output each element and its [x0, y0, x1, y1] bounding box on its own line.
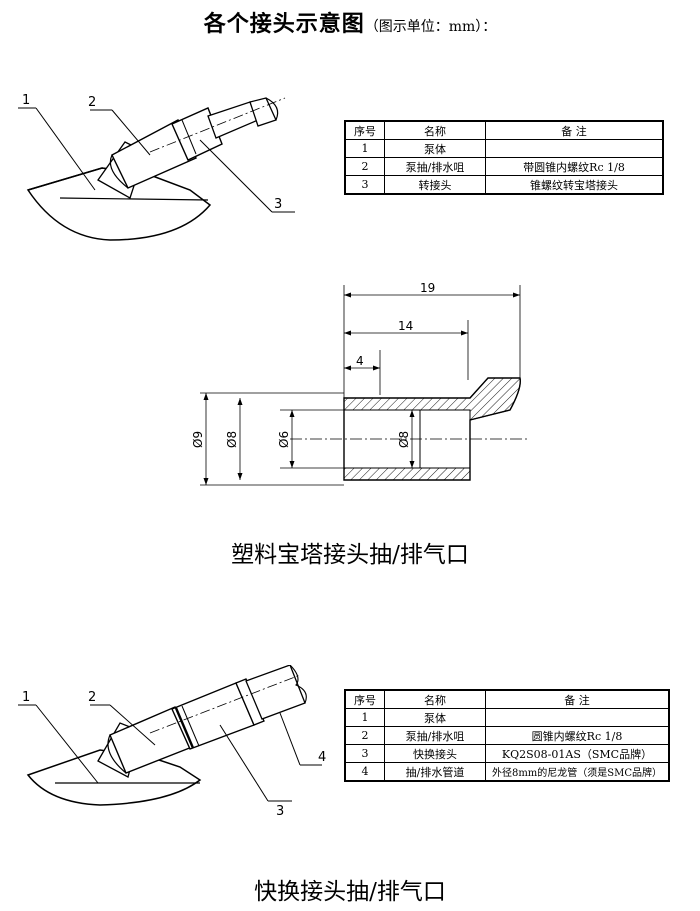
- cell-name: 快换接头: [384, 744, 486, 763]
- cell-remark: 锥螺纹转宝塔接头: [485, 175, 664, 195]
- caption-barb: 塑料宝塔接头抽/排气口: [231, 542, 469, 568]
- callout-4: 4: [318, 750, 326, 765]
- pump-barb-drawing: 1 2 3: [18, 93, 295, 241]
- col-header-remark: 备 注: [485, 120, 664, 140]
- cell-index: 3: [344, 175, 385, 195]
- cell-name: 泵抽/排水咀: [384, 157, 486, 176]
- callout-2: 2: [88, 95, 96, 110]
- cell-name: 泵体: [384, 139, 486, 158]
- cell-remark: KQ2S08-01AS（SMC品牌）: [485, 744, 670, 763]
- caption-quick-connect: 快换接头抽/排气口: [254, 879, 446, 905]
- callout-3: 3: [276, 804, 284, 819]
- pump-quick-connect-drawing: 1 2 3 4: [18, 665, 326, 819]
- table-header-row: 序号 名称 备 注: [344, 689, 670, 709]
- cell-index: 4: [344, 762, 385, 782]
- cell-remark: [485, 708, 670, 727]
- callout-1: 1: [22, 93, 30, 108]
- barb-dimension-drawing: 19 14 4 Ø9 Ø8 Ø6 Ø8: [191, 281, 530, 486]
- table-row: 3 快换接头 KQ2S08-01AS（SMC品牌）: [344, 744, 670, 763]
- cell-name: 转接头: [384, 175, 486, 195]
- dim-d8-inner: Ø8: [397, 431, 411, 448]
- col-header-remark: 备 注: [485, 689, 670, 709]
- callout-2: 2: [88, 690, 96, 705]
- dim-short-length: 4: [356, 354, 364, 368]
- page-title: 各个接头示意图（图示单位：mm）：: [0, 6, 700, 38]
- callout-3: 3: [274, 197, 282, 212]
- cell-index: 1: [344, 139, 385, 158]
- col-header-name: 名称: [384, 120, 486, 140]
- cell-index: 3: [344, 744, 385, 763]
- cell-index: 2: [344, 726, 385, 745]
- table-row: 2 泵抽/排水咀 圆锥内螺纹Rc 1/8: [344, 726, 670, 745]
- cell-index: 1: [344, 708, 385, 727]
- col-header-index: 序号: [344, 120, 385, 140]
- cell-name: 抽/排水管道: [384, 762, 486, 782]
- col-header-name: 名称: [384, 689, 486, 709]
- dim-total-length: 19: [420, 281, 435, 295]
- table-row: 4 抽/排水管道 外径8mm的尼龙管（须是SMC品牌）: [344, 762, 670, 782]
- cell-remark: 外径8mm的尼龙管（须是SMC品牌）: [485, 762, 670, 782]
- col-header-index: 序号: [344, 689, 385, 709]
- parts-table-1: 序号 名称 备 注 1 泵体 2 泵抽/排水咀 带圆锥内螺纹Rc 1/8 3 转…: [344, 120, 664, 195]
- table-row: 3 转接头 锥螺纹转宝塔接头: [344, 175, 664, 195]
- dim-d8-outer: Ø8: [225, 431, 239, 448]
- table-header-row: 序号 名称 备 注: [344, 120, 664, 140]
- cell-name: 泵抽/排水咀: [384, 726, 486, 745]
- title-main: 各个接头示意图: [203, 12, 365, 37]
- cell-index: 2: [344, 157, 385, 176]
- callout-1: 1: [22, 690, 30, 705]
- dim-d9: Ø9: [191, 431, 205, 448]
- cell-remark: 带圆锥内螺纹Rc 1/8: [485, 157, 664, 176]
- dim-mid-length: 14: [398, 319, 413, 333]
- title-unit: （图示单位：mm）：: [364, 19, 497, 35]
- cell-remark: 圆锥内螺纹Rc 1/8: [485, 726, 670, 745]
- table-row: 1 泵体: [344, 139, 664, 158]
- dim-d6: Ø6: [277, 431, 291, 448]
- parts-table-2: 序号 名称 备 注 1 泵体 2 泵抽/排水咀 圆锥内螺纹Rc 1/8 3 快换…: [344, 689, 670, 782]
- table-row: 2 泵抽/排水咀 带圆锥内螺纹Rc 1/8: [344, 157, 664, 176]
- cell-name: 泵体: [384, 708, 486, 727]
- cell-remark: [485, 139, 664, 158]
- table-row: 1 泵体: [344, 708, 670, 727]
